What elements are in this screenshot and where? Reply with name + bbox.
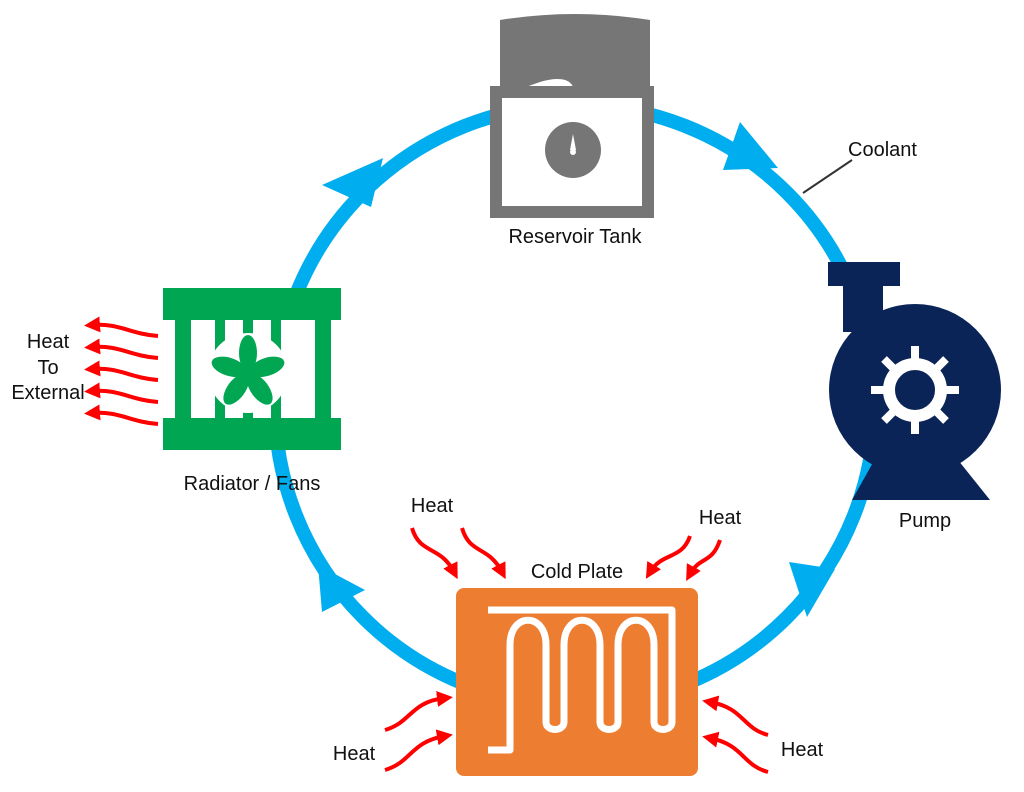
heat-top-right-label: Heat — [699, 507, 742, 529]
heat-out-label-line1: Heat — [27, 331, 70, 353]
flow-arrow-top-left — [322, 158, 383, 207]
reservoir-tank-icon — [490, 14, 654, 218]
heat-out-label-line3: External — [11, 382, 84, 404]
heat-bottom-left-label: Heat — [333, 743, 376, 765]
pump-icon — [828, 262, 1001, 500]
heat-in-arrows — [384, 527, 769, 774]
flow-arrow-top-right — [723, 122, 778, 170]
coolant-label: Coolant — [848, 139, 917, 161]
heat-out-arrows — [84, 316, 159, 426]
coolant-leader-line — [802, 159, 853, 194]
heat-top-left-label: Heat — [411, 495, 454, 517]
cold-plate-label: Cold Plate — [531, 561, 623, 583]
heat-out-label-line2: To — [37, 357, 58, 379]
flow-arrows — [318, 122, 835, 617]
reservoir-label: Reservoir Tank — [508, 226, 642, 248]
flow-arrow-bottom-left — [318, 565, 365, 612]
pump-label: Pump — [899, 510, 951, 532]
radiator-fan-icon — [163, 288, 341, 450]
cold-plate-icon — [456, 588, 698, 776]
radiator-label: Radiator / Fans — [184, 473, 321, 495]
heat-bottom-right-label: Heat — [781, 739, 824, 761]
flow-arrow-bottom-right — [789, 562, 835, 617]
